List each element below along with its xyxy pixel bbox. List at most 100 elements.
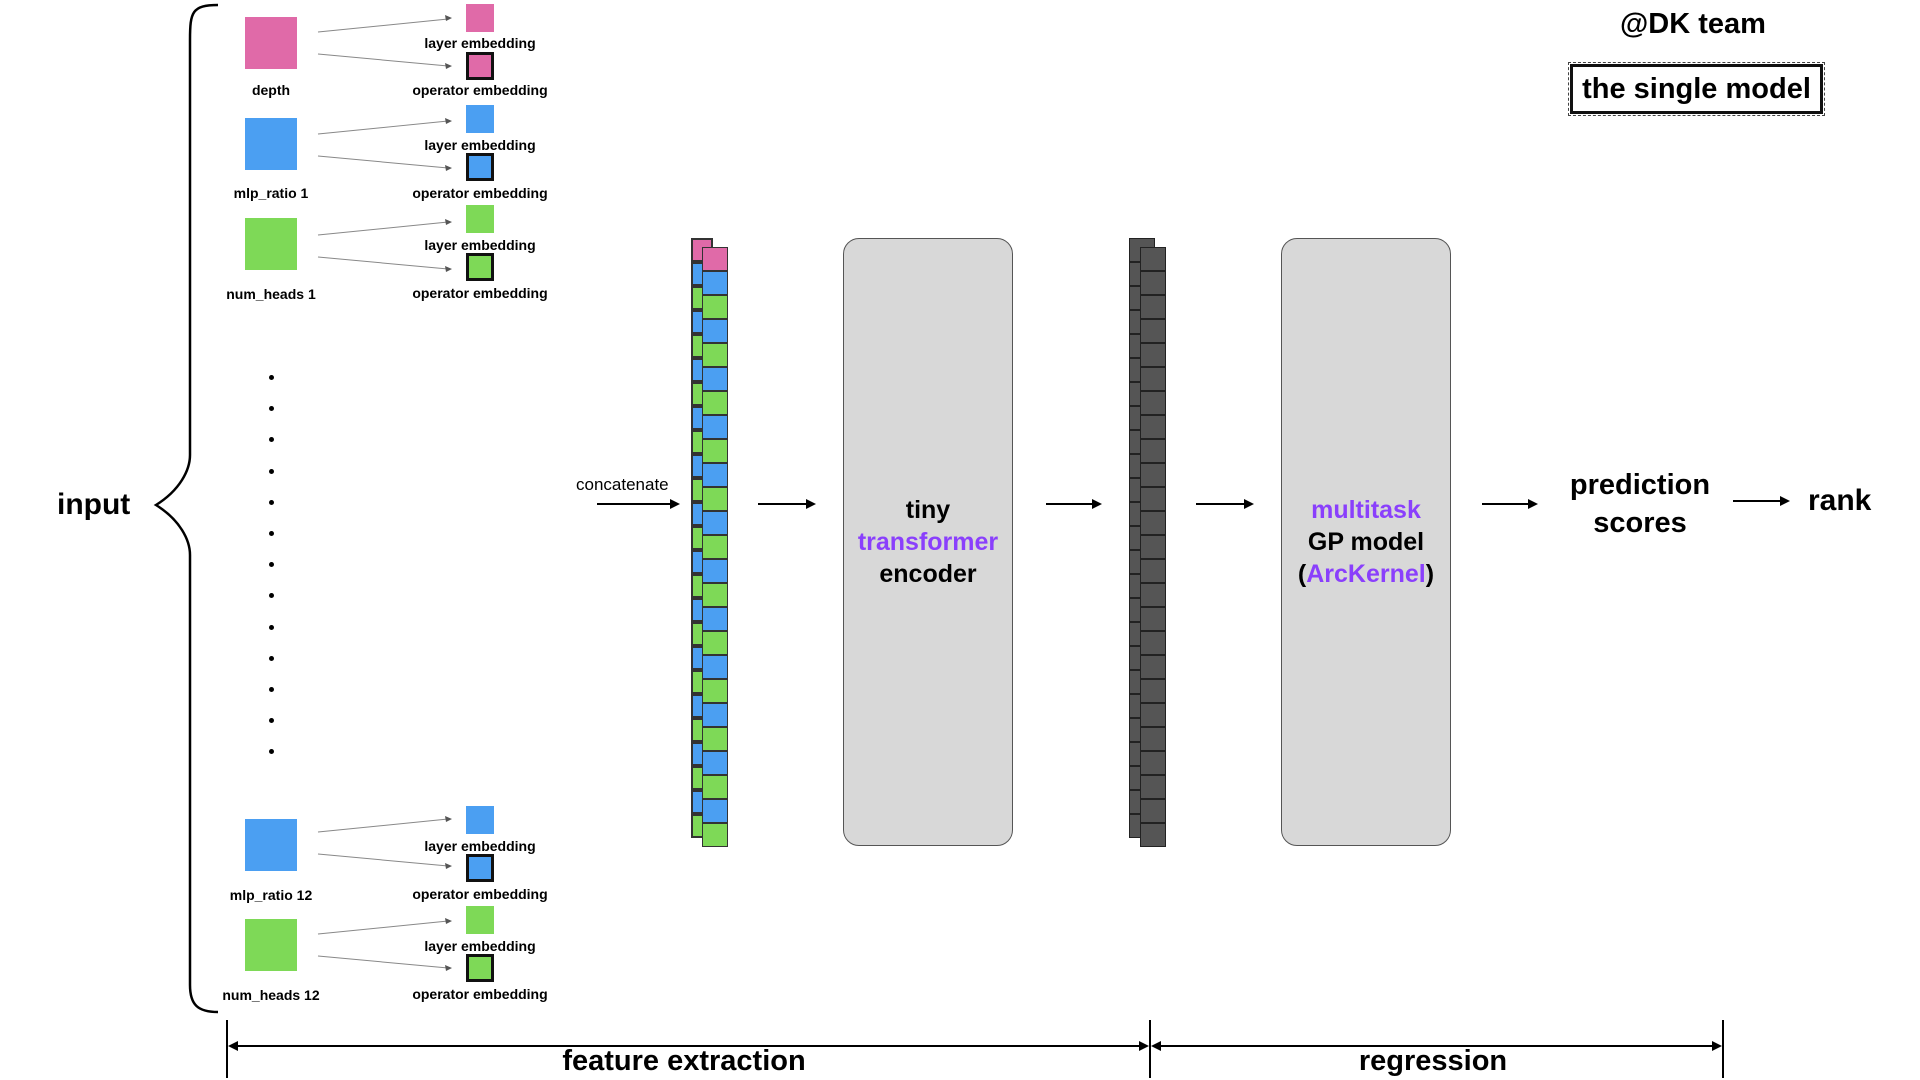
- feature-cell: [1140, 583, 1166, 607]
- operator-embedding-label: operator embedding: [412, 185, 548, 201]
- ellipsis-dot: [269, 499, 274, 505]
- embedding-cell: [702, 775, 728, 799]
- ellipsis-dot: [269, 624, 274, 630]
- feature-cell: [1140, 319, 1166, 343]
- operator-embedding-label: operator embedding: [412, 82, 548, 98]
- feature-cell: [1140, 727, 1166, 751]
- operator-embedding-label: operator embedding: [412, 986, 548, 1002]
- layer-embedding-label: layer embedding: [424, 237, 536, 253]
- embedding-cell: [702, 319, 728, 343]
- num-heads-12-input-square: [245, 919, 297, 971]
- depth-input-square: [245, 17, 297, 69]
- ellipsis-dot: [269, 655, 274, 661]
- feature-cell: [1140, 487, 1166, 511]
- embedding-cell: [702, 247, 728, 271]
- embedding-cell: [702, 727, 728, 751]
- feature-cell: [1140, 271, 1166, 295]
- prediction-scores: prediction scores: [1540, 466, 1740, 542]
- ellipsis-dot: [269, 375, 274, 380]
- concatenate-label: concatenate: [576, 475, 669, 494]
- feature-cell: [1140, 631, 1166, 655]
- regression-label: regression: [1358, 1045, 1508, 1077]
- gp-line-2: GP model: [1307, 528, 1425, 556]
- embedding-cell: [702, 511, 728, 535]
- embedding-cell: [702, 679, 728, 703]
- layer-embedding-label: layer embedding: [424, 838, 536, 854]
- num-heads-1-label: num_heads 1: [226, 286, 316, 302]
- input-brace: [153, 3, 219, 1014]
- feature-cell: [1140, 775, 1166, 799]
- feature-cell: [1140, 367, 1166, 391]
- embedding-cell: [702, 487, 728, 511]
- feature-cell: [1140, 343, 1166, 367]
- feature-cell: [1140, 559, 1166, 583]
- mlp-ratio-1-layer-embedding: [466, 105, 494, 133]
- embedding-cell: [702, 703, 728, 727]
- ellipsis-dot: [269, 687, 274, 692]
- layer-embedding-label: layer embedding: [424, 938, 536, 954]
- operator-embedding-label: operator embedding: [412, 285, 548, 301]
- feature-cell: [1140, 511, 1166, 535]
- feature-cell: [1140, 751, 1166, 775]
- layer-embedding-label: layer embedding: [424, 137, 536, 153]
- embedding-cell: [702, 655, 728, 679]
- flow-arrows: [597, 500, 1782, 505]
- num-heads-12-layer-embedding: [466, 906, 494, 934]
- embedding-cell: [702, 343, 728, 367]
- operator-embedding-label: operator embedding: [412, 886, 548, 902]
- num-heads-12-operator-embedding: [466, 954, 494, 982]
- gp-paren-close: ): [1425, 560, 1435, 588]
- ellipsis-dot: [269, 593, 274, 599]
- feature-cell: [1140, 247, 1166, 271]
- layer-embedding-label: layer embedding: [424, 35, 536, 51]
- embedding-cell: [702, 631, 728, 655]
- arc-kernel-label: ArcKernel: [1306, 560, 1426, 588]
- embedding-connectors: [317, 18, 449, 969]
- ellipsis-dot: [269, 468, 274, 474]
- feature-cell: [1140, 391, 1166, 415]
- embedding-cell: [702, 823, 728, 847]
- embedding-cell: [702, 799, 728, 823]
- embedding-cell: [702, 751, 728, 775]
- mlp-ratio-12-input-square: [245, 819, 297, 871]
- embedding-cell: [702, 415, 728, 439]
- mlp-ratio-1-label: mlp_ratio 1: [233, 185, 309, 201]
- num-heads-1-input-square: [245, 218, 297, 270]
- num-heads-12-label: num_heads 12: [222, 987, 320, 1003]
- feature-cell: [1140, 415, 1166, 439]
- encoder-line-1: tiny: [905, 496, 951, 524]
- ellipsis-dot: [269, 531, 274, 536]
- depth-operator-embedding: [466, 52, 494, 80]
- mlp-ratio-12-operator-embedding: [466, 854, 494, 882]
- feature-cell: [1140, 295, 1166, 319]
- feature-cell: [1140, 679, 1166, 703]
- prediction-line-2: scores: [1593, 507, 1687, 539]
- depth-label: depth: [251, 82, 291, 98]
- ellipsis-dot: [269, 406, 274, 412]
- embedding-cell: [702, 367, 728, 391]
- embedding-cell: [702, 583, 728, 607]
- feature-stack-front: [1140, 247, 1166, 847]
- embedding-cell: [702, 463, 728, 487]
- feature-cell: [1140, 799, 1166, 823]
- section-dividers: [226, 1020, 1724, 1078]
- feature-cell: [1140, 823, 1166, 847]
- embedding-cell: [702, 271, 728, 295]
- feature-cell: [1140, 703, 1166, 727]
- gp-model-box: multitask GP model (ArcKernel): [1281, 238, 1451, 846]
- model-tag: the single model: [1568, 62, 1825, 116]
- feature-cell: [1140, 439, 1166, 463]
- team-label: @DK team: [1620, 8, 1766, 40]
- embedding-cell: [702, 607, 728, 631]
- ellipsis-dot: [269, 718, 274, 724]
- feature-cell: [1140, 463, 1166, 487]
- feature-cell: [1140, 607, 1166, 631]
- ellipsis-dot: [269, 437, 274, 443]
- num-heads-1-layer-embedding: [466, 205, 494, 233]
- ellipsis-dot: [269, 749, 274, 755]
- embedding-cell: [702, 559, 728, 583]
- encoder-line-2: transformer: [857, 528, 999, 556]
- mlp-ratio-12-label: mlp_ratio 12: [229, 887, 313, 903]
